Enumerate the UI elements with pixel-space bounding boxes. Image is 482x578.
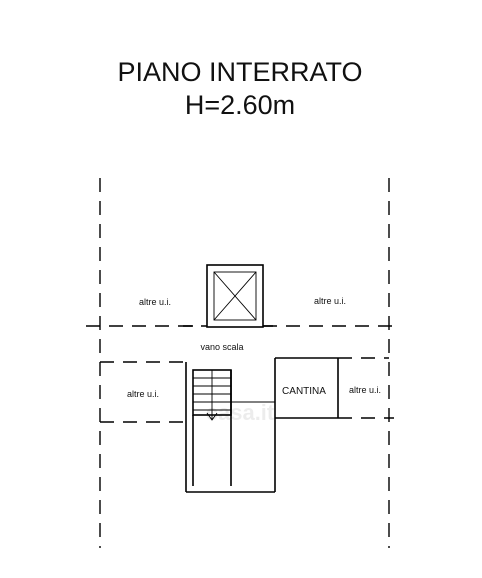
label-altre-top-right: altre u.i. xyxy=(314,296,346,306)
lift-shaft xyxy=(206,264,264,328)
staircase xyxy=(192,369,275,486)
label-vano-scala: vano scala xyxy=(200,342,243,352)
corridor-walls xyxy=(100,357,389,493)
label-cantina: CANTINA xyxy=(282,386,326,397)
label-altre-top-left: altre u.i. xyxy=(139,297,171,307)
label-altre-mid-right: altre u.i. xyxy=(349,385,381,395)
lower-walls xyxy=(100,417,394,423)
plan-title: PIANO INTERRATO xyxy=(117,57,362,87)
cantina-room xyxy=(275,358,339,419)
plan-height: H=2.60m xyxy=(185,90,295,120)
label-altre-mid-left: altre u.i. xyxy=(127,389,159,399)
watermark-logo: casa.it xyxy=(206,400,275,425)
